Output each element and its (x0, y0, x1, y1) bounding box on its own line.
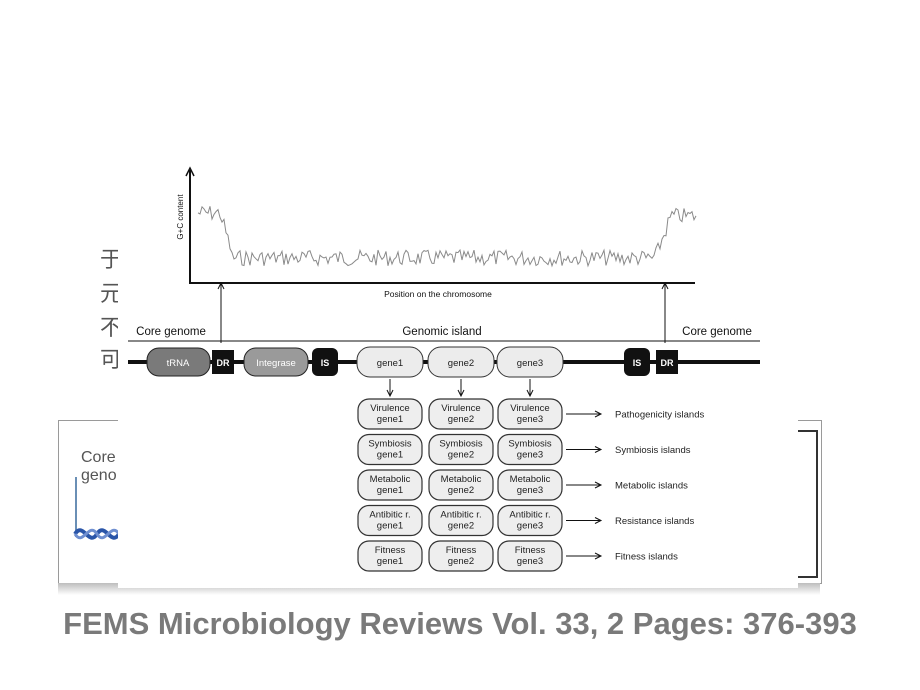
trna-label: tRNA (167, 358, 190, 369)
region-label-genomic-island: Genomic island (402, 326, 481, 338)
plot-axes (189, 170, 695, 284)
background-card-text-2: geno (81, 467, 117, 484)
island-gene-box (497, 398, 563, 430)
island-gene-number: gene2 (448, 450, 474, 461)
dr-right-element (656, 350, 678, 374)
island-type-label: Fitness islands (615, 552, 678, 563)
citation: FEMS Microbiology Reviews Vol. 33, 2 Pag… (63, 606, 857, 641)
island-gene-box (357, 433, 423, 466)
island-gene-box (428, 433, 494, 466)
is-right-label: IS (633, 358, 642, 368)
island-arrowhead (594, 410, 603, 418)
island-gene-number: gene2 (448, 414, 474, 425)
island-gene-type: Symbiosis (368, 439, 412, 450)
island-gene-type: Virulence (510, 403, 549, 414)
island-gene-type: Metabolic (441, 474, 482, 485)
is-left-element (312, 348, 338, 376)
island-gene-number: gene2 (448, 521, 474, 532)
island-gene-box (357, 469, 423, 501)
dr-right-label: DR (661, 358, 674, 368)
island-arrowhead (594, 446, 603, 453)
gc-content-curve (197, 205, 697, 268)
island-gene-box (428, 469, 494, 501)
island-gene-type: Virulence (370, 403, 409, 414)
gene2-element (427, 346, 495, 378)
island-types-grid: Virulencegene1Virulencegene2Virulencegen… (357, 398, 704, 572)
gene2-label: gene2 (448, 358, 474, 369)
island-type-label: Resistance islands (615, 516, 694, 527)
island-gene-number: gene1 (377, 414, 403, 425)
region-label-core-right: Core genome (682, 326, 752, 338)
island-gene-box (497, 469, 563, 501)
island-arrowhead (594, 481, 603, 489)
background-card-marker (75, 477, 77, 537)
side-char-4: 可 (100, 348, 123, 373)
island-gene-type: Fitness (515, 545, 546, 556)
island-gene-number: gene3 (517, 556, 543, 567)
island-gene-type: Antibitic r. (509, 510, 550, 521)
island-gene-number: gene3 (517, 521, 543, 532)
island-gene-box (497, 540, 563, 572)
island-gene-number: gene3 (517, 450, 543, 461)
island-arrowhead (594, 552, 603, 560)
left-boundary-arrowhead (217, 281, 225, 290)
island-type-label: Pathogenicity islands (615, 410, 704, 421)
island-type-label: Symbiosis islands (615, 445, 691, 456)
y-axis-arrow (185, 166, 195, 177)
side-char-1: 于 (100, 248, 123, 273)
trna-element (146, 347, 211, 377)
island-gene-type: Symbiosis (439, 439, 483, 450)
island-gene-number: gene2 (448, 485, 474, 496)
background-card-text-1: Core (81, 449, 116, 466)
island-type-label: Metabolic islands (615, 481, 688, 492)
island-gene-number: gene1 (377, 556, 403, 567)
island-gene-box (497, 433, 563, 466)
island-gene-type: Antibitic r. (440, 510, 481, 521)
island-gene-number: gene1 (377, 521, 403, 532)
is-left-label: IS (321, 358, 330, 368)
island-gene-number: gene2 (448, 556, 474, 567)
gene1-label: gene1 (377, 358, 403, 369)
region-label-core-left: Core genome (136, 326, 206, 338)
island-gene-type: Symbiosis (508, 439, 552, 450)
gene3-label: gene3 (517, 358, 543, 369)
island-gene-type: Metabolic (510, 474, 551, 485)
island-gene-box (428, 540, 494, 572)
island-gene-type: Fitness (375, 545, 406, 556)
integrase-label: Integrase (256, 358, 296, 369)
side-char-2: 元 (100, 282, 123, 307)
island-gene-box (428, 504, 494, 537)
island-gene-number: gene3 (517, 414, 543, 425)
island-gene-box (357, 504, 423, 537)
island-gene-type: Metabolic (370, 474, 411, 485)
island-gene-type: Fitness (446, 545, 477, 556)
gene1-element (356, 346, 424, 378)
side-char-3: 不 (100, 316, 123, 341)
dna-helix-icon (73, 528, 121, 540)
genomic-island-diagram: G+C content Position on the chromosome C… (128, 166, 760, 572)
island-arrowhead (594, 517, 603, 524)
island-gene-number: gene3 (517, 485, 543, 496)
gene3-element (496, 346, 564, 378)
island-gene-number: gene1 (377, 450, 403, 461)
plot-x-label: Position on the chromosome (384, 289, 492, 299)
island-gene-box (357, 540, 423, 572)
plot-y-label: G+C content (176, 194, 185, 240)
dr-left-element (212, 350, 234, 374)
gene-down-arrows (386, 379, 534, 398)
right-boundary-arrowhead (661, 281, 669, 290)
island-gene-box (497, 504, 563, 537)
island-gene-box (357, 398, 423, 430)
island-gene-type: Antibitic r. (369, 510, 410, 521)
dr-left-label: DR (217, 358, 230, 368)
island-gene-number: gene1 (377, 485, 403, 496)
island-gene-box (428, 398, 494, 430)
integrase-element (243, 347, 309, 377)
is-right-element (624, 348, 650, 376)
island-gene-type: Virulence (441, 403, 480, 414)
